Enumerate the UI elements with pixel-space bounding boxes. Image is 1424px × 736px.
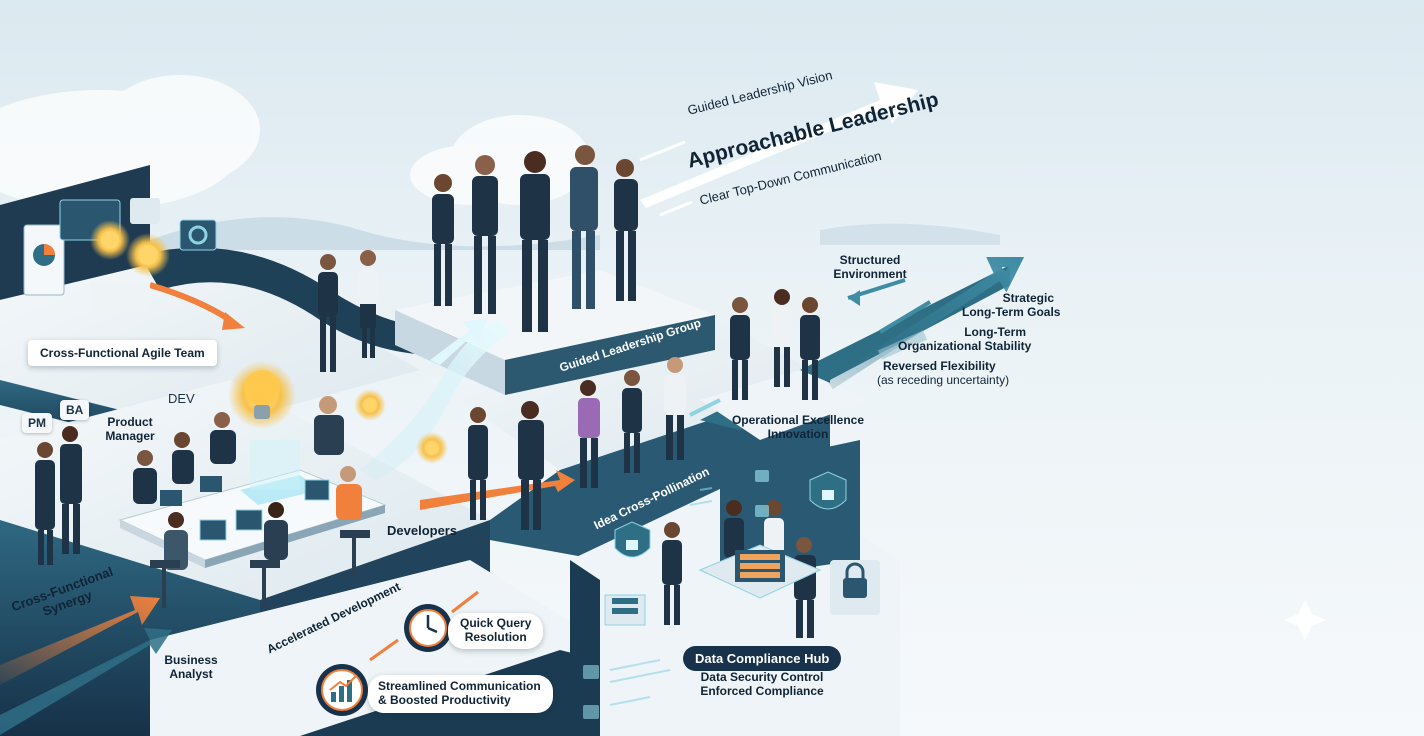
pm-tag: PM xyxy=(22,413,52,433)
product-manager-label: Product Manager xyxy=(105,415,155,443)
business-analyst-label: Business Analyst xyxy=(164,653,218,681)
clock-icon xyxy=(404,604,452,652)
organizational-stability-label: Long-Term Organizational Stability xyxy=(898,325,1032,353)
curved-road xyxy=(140,247,560,356)
shield-lock-icon xyxy=(614,471,847,558)
lightbulb-icon xyxy=(90,220,448,464)
dashboard-monitor-icon xyxy=(23,198,217,312)
leadership-arrow xyxy=(640,82,918,208)
orange-arrow-synergy xyxy=(0,596,160,685)
sparkle-icon xyxy=(1284,600,1326,640)
teal-arrow-bottom xyxy=(0,628,172,735)
distant-hills-right xyxy=(820,223,1000,245)
glow-stream xyxy=(360,320,510,480)
communication-arrow xyxy=(659,200,693,217)
orange-arrow-middle xyxy=(420,470,575,510)
glow-arrow-head xyxy=(430,318,488,365)
strategic-goals-label: Strategic Long-Term Goals xyxy=(962,291,1061,319)
vision-arrow xyxy=(639,140,686,162)
distant-hills xyxy=(150,217,600,250)
leadership-people xyxy=(432,145,638,332)
compliance-platform-side xyxy=(570,560,600,736)
operational-arrow xyxy=(689,398,721,417)
structured-environment-label: Structured Environment xyxy=(833,253,907,281)
agile-team-pill: Cross-Functional Agile Team xyxy=(28,340,217,366)
orange-arrow-top xyxy=(149,282,232,323)
developers-label: Developers xyxy=(387,523,458,538)
strategic-arrows xyxy=(827,257,1025,390)
quick-query-pill: Quick Query Resolution xyxy=(448,613,544,649)
streamlined-communication-pill: Streamlined Communication & Boosted Prod… xyxy=(368,675,553,713)
laptop-icon xyxy=(160,476,330,541)
leadership-pedestal-right xyxy=(505,315,715,395)
data-panel-lines xyxy=(609,487,713,706)
growth-chart-icon xyxy=(316,664,368,716)
dev-tag: DEV xyxy=(168,391,195,406)
ba-tag: BA xyxy=(60,400,90,420)
people xyxy=(35,145,820,638)
reversed-flexibility-label: Reversed Flexibility (as receding uncert… xyxy=(877,359,1010,387)
data-security-label: Data Security Control Enforced Complianc… xyxy=(700,670,824,698)
data-compliance-hub-badge: Data Compliance Hub xyxy=(683,646,842,671)
operational-excellence-label: Operational Excellence Innovation xyxy=(731,413,865,441)
quick-query-arrow xyxy=(451,590,479,614)
orange-arrow-top-head xyxy=(222,312,245,330)
lock-icon xyxy=(583,470,880,719)
server-stack-icon xyxy=(604,544,822,626)
streamlined-arrow xyxy=(369,638,399,662)
